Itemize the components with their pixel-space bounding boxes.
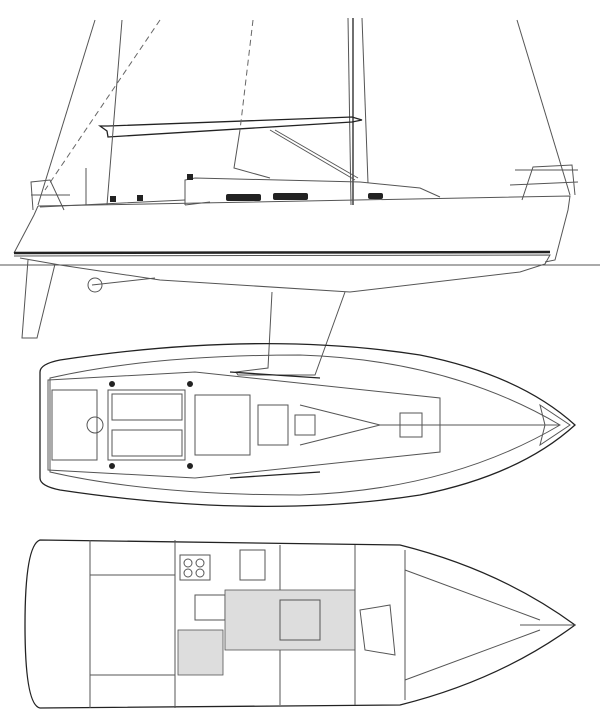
winch	[187, 381, 193, 387]
winch	[109, 381, 115, 387]
burner	[183, 568, 193, 578]
saloon-sole	[224, 589, 356, 651]
spinnaker-line	[44, 19, 161, 191]
cockpit	[107, 389, 186, 461]
cabin-outline	[47, 371, 441, 479]
stern-pulpit	[30, 179, 70, 211]
winch	[137, 195, 143, 201]
deck-plan-view	[39, 342, 576, 508]
boot-stripe	[13, 250, 551, 255]
cockpit-bench	[111, 429, 183, 457]
sink	[239, 549, 266, 581]
window	[226, 194, 261, 201]
hatch	[294, 414, 316, 436]
v-berth	[404, 569, 541, 681]
deck-outline	[39, 342, 576, 508]
transom	[13, 205, 39, 254]
companionway-steps	[194, 594, 226, 621]
genoa-track	[229, 471, 321, 479]
genoa-track	[229, 371, 321, 379]
winch	[109, 463, 115, 469]
bow-pulpit	[509, 164, 579, 201]
cockpit-bench	[111, 393, 183, 421]
stove	[179, 554, 211, 581]
prop-shaft	[91, 277, 156, 286]
boom-vang	[269, 129, 356, 181]
helm-wheel	[86, 416, 104, 434]
boom-vang-2	[274, 129, 359, 179]
interior-view	[24, 539, 577, 709]
hull-bottom	[13, 254, 551, 293]
hatch	[257, 404, 289, 446]
boom	[97, 116, 363, 138]
nav-table	[177, 629, 224, 676]
profile-view	[0, 17, 600, 376]
burner	[183, 558, 193, 568]
hull-sheer	[37, 195, 571, 263]
cockpit-seat	[51, 389, 98, 461]
saloon-table	[279, 599, 321, 641]
rudder	[21, 259, 56, 339]
bow-roller	[539, 403, 571, 447]
companionway	[194, 394, 251, 456]
hull-outline	[24, 539, 577, 709]
leech-line	[106, 19, 123, 206]
forestay	[516, 19, 571, 196]
sail-foot	[233, 129, 271, 179]
head	[359, 604, 396, 656]
mast-aft	[361, 17, 369, 184]
winch	[110, 196, 116, 202]
window	[273, 193, 308, 200]
keel	[235, 291, 346, 376]
winch	[187, 463, 193, 469]
mast-partners	[299, 404, 381, 446]
topping-lift	[239, 19, 254, 131]
burner	[195, 558, 205, 568]
propeller	[87, 277, 103, 293]
burner	[195, 568, 205, 578]
coachroof	[184, 177, 441, 205]
backstay	[37, 19, 96, 206]
winch	[187, 174, 193, 180]
window	[368, 193, 383, 199]
